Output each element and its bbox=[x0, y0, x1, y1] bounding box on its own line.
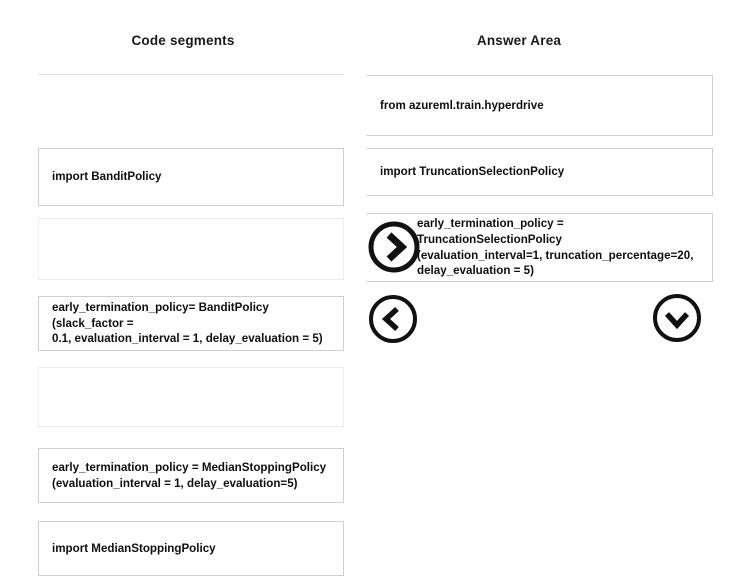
answer-item-hyperdrive-import[interactable]: from azureml.train.hyperdrive bbox=[366, 75, 713, 136]
chevron-right-circle-icon[interactable] bbox=[366, 219, 422, 275]
code-segment-bandit-import[interactable]: import BanditPolicy bbox=[38, 148, 344, 206]
code-segment-slot-empty-top[interactable] bbox=[38, 75, 344, 136]
code-segment-slot-empty-2[interactable] bbox=[38, 367, 344, 427]
code-segments-heading: Code segments bbox=[131, 33, 235, 48]
code-segment-median-policy[interactable]: early_termination_policy = MedianStoppin… bbox=[38, 448, 344, 503]
heading-divider bbox=[38, 74, 344, 75]
code-segment-median-import[interactable]: import MedianStoppingPolicy bbox=[38, 521, 344, 576]
code-segment-slot-empty-1[interactable] bbox=[38, 218, 344, 280]
chevron-down-circle-icon[interactable] bbox=[651, 292, 703, 344]
answer-area-heading: Answer Area bbox=[476, 33, 562, 48]
code-segment-bandit-policy[interactable]: early_termination_policy= BanditPolicy (… bbox=[38, 296, 344, 351]
answer-item-truncation-import[interactable]: import TruncationSelectionPolicy bbox=[366, 148, 713, 196]
answer-item-truncation-policy[interactable]: early_termination_policy = TruncationSel… bbox=[366, 213, 713, 282]
chevron-left-circle-icon[interactable] bbox=[367, 293, 419, 345]
